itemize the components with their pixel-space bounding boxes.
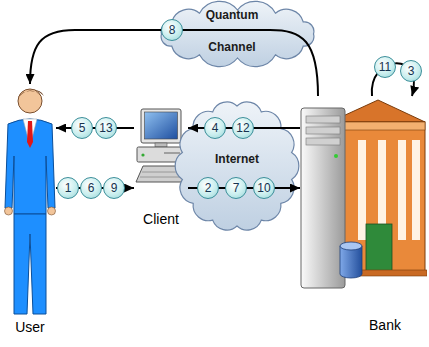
cloud-outline-path (175, 102, 299, 230)
step-number: 9 (103, 177, 125, 199)
bank-building (300, 96, 427, 311)
callout-number: 7 (233, 182, 240, 194)
callout-number: 10 (257, 182, 270, 194)
step-number: 11 (374, 56, 396, 78)
callout-number: 2 (205, 182, 212, 194)
step-number: 13 (95, 117, 117, 139)
user-figure (4, 84, 56, 320)
flow-arrow (188, 187, 300, 189)
bank-node: Bank (300, 96, 427, 336)
user-node: User (4, 84, 56, 340)
callout-number: 8 (169, 24, 176, 36)
step-number: 6 (80, 177, 102, 199)
callout-number: 5 (79, 122, 86, 134)
callout-number: 12 (236, 122, 249, 134)
figure-label: Client (143, 212, 179, 227)
figure-label: User (15, 320, 45, 335)
flow-arrow (188, 127, 300, 129)
cloud-label: Quantum Channel (206, 0, 259, 63)
callout-number: 4 (212, 122, 219, 134)
callout-number: 13 (99, 122, 112, 134)
callout-number: 9 (111, 182, 118, 194)
step-number: 2 (197, 177, 219, 199)
step-number: 3 (400, 60, 422, 82)
callout-number: 3 (408, 65, 415, 77)
step-number: 8 (161, 19, 183, 41)
step-number: 10 (253, 177, 275, 199)
step-number: 12 (232, 117, 254, 139)
step-number: 4 (204, 117, 226, 139)
step-number: 5 (71, 117, 93, 139)
callout-number: 6 (88, 182, 95, 194)
step-number: 1 (57, 177, 79, 199)
step-number: 7 (225, 177, 247, 199)
flow-arrow (30, 30, 318, 96)
cloud-shape: Quantum Channel 8 (150, 2, 325, 66)
flow-arrow (372, 63, 414, 96)
callout-number: 11 (379, 61, 391, 73)
figure-label: Bank (369, 318, 401, 333)
flow-arrow (56, 187, 134, 189)
flow-arrow (56, 127, 134, 129)
callout-number: 1 (65, 182, 72, 194)
cloud-shape: Internet 4 12 2 7 10 (168, 92, 306, 240)
cloud-label: Internet (215, 151, 259, 167)
